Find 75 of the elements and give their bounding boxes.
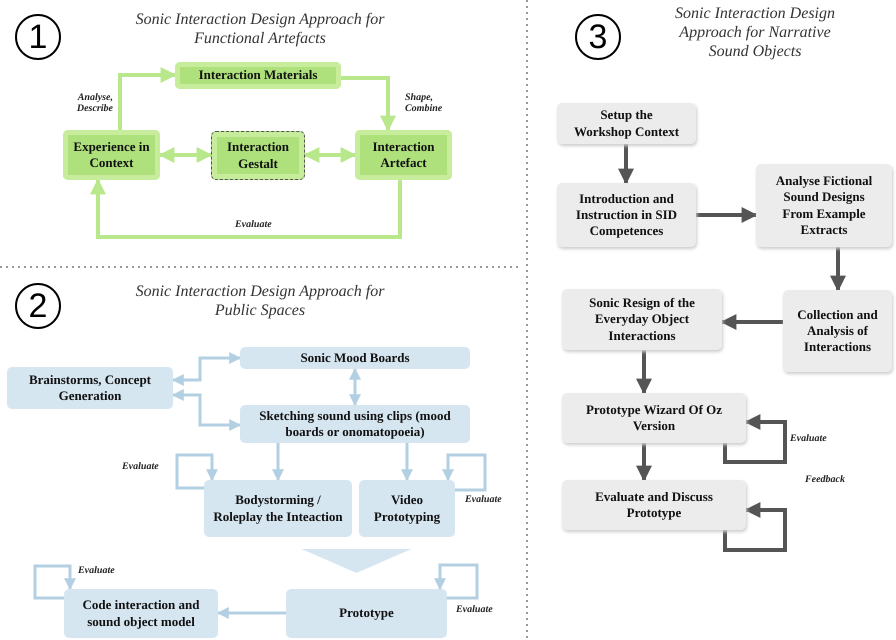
process-box [240, 347, 470, 369]
box-label: Setup the Workshop Context [572, 107, 680, 140]
box-label: Prototype Wizard Of Oz Version [584, 402, 724, 434]
arrow [341, 76, 396, 132]
box-label: Experience in Context [72, 138, 151, 172]
arrow [401, 443, 413, 482]
box-label: Code interaction and sound object model [82, 597, 200, 630]
arrow [172, 352, 242, 386]
arrow [303, 147, 357, 163]
edge-label: Shape, Combine [405, 92, 444, 114]
arrow [118, 67, 177, 130]
edge-label: Evaluate [78, 565, 115, 576]
box-label: Sonic Mood Boards [300, 350, 410, 366]
process-box [64, 589, 218, 638]
process-box [211, 131, 305, 180]
process-box [756, 164, 892, 247]
panel-heading: Sonic Interaction Design Approach for Public Spaces [134, 282, 386, 320]
process-box [783, 290, 892, 372]
note-label: Feedback [805, 474, 846, 485]
process-box [7, 367, 173, 409]
edge-label: Evaluate [790, 433, 827, 444]
box-label: Evaluate and Discuss Prototype [594, 488, 714, 522]
loop-arrow [723, 414, 787, 464]
arrow [158, 147, 213, 163]
process-box [557, 103, 696, 144]
process-box [359, 480, 455, 537]
arrow [636, 443, 652, 482]
step-number: 2 [15, 283, 61, 329]
box-label: Brainstorms, Concept Generation [28, 372, 152, 404]
box-label: Prototype [339, 605, 394, 622]
step-number: 3 [575, 14, 621, 60]
box-label: Interaction Artefact [371, 138, 436, 172]
process-box [63, 130, 160, 180]
process-box [557, 183, 696, 247]
arrow [696, 207, 758, 223]
process-box [355, 130, 452, 180]
box-label: Interaction Gestalt [226, 139, 290, 172]
step-number: 1 [15, 14, 61, 60]
process-box [175, 62, 341, 89]
process-box [240, 405, 470, 443]
process-box [562, 289, 722, 350]
arrow [272, 443, 284, 482]
process-box [286, 589, 447, 638]
edge-label: Analyse, Describe [76, 92, 113, 114]
loop-arrow [34, 564, 76, 600]
edge-label: Evaluate [456, 604, 493, 615]
arrow [636, 350, 652, 395]
arrow [216, 607, 286, 619]
process-box [562, 393, 746, 443]
panel-heading: Sonic Interaction Design Approach for Narrative Sound Objects [674, 4, 836, 62]
box-label: Video Prototyping [372, 492, 442, 525]
box-label: Introduction and Instruction in SID Competences [574, 190, 678, 240]
merge-arrow [302, 549, 412, 574]
loop-arrow [442, 454, 486, 492]
loop-arrow [434, 564, 478, 600]
box-label: Interaction Materials [198, 67, 318, 84]
arrow [90, 178, 402, 239]
box-label: Sonic Resign of the Everyday Object Interactions [588, 295, 696, 344]
edge-label: Evaluate [465, 494, 502, 505]
loop-arrow [723, 502, 787, 552]
arrow [720, 314, 783, 330]
arrow [618, 144, 634, 185]
loop-arrow [176, 454, 218, 490]
box-label: Bodystorming / Roleplay the Inteaction [212, 492, 344, 525]
box-label: Sketching sound using clips (mood boards or onomatopoeia) [258, 408, 452, 440]
arrow [349, 368, 361, 406]
arrow [830, 247, 846, 292]
process-box [204, 480, 352, 537]
box-label: Collection and Analysis of Interactions [797, 306, 878, 356]
edge-label: Evaluate [235, 219, 272, 230]
panel-heading: Sonic Interaction Design Approach for Functional Artefacts [134, 10, 386, 48]
arrow [172, 389, 242, 431]
box-label: Analyse Fictional Sound Designs From Example Extracts [774, 173, 874, 238]
process-box [562, 480, 746, 530]
edge-label: Evaluate [122, 461, 159, 472]
